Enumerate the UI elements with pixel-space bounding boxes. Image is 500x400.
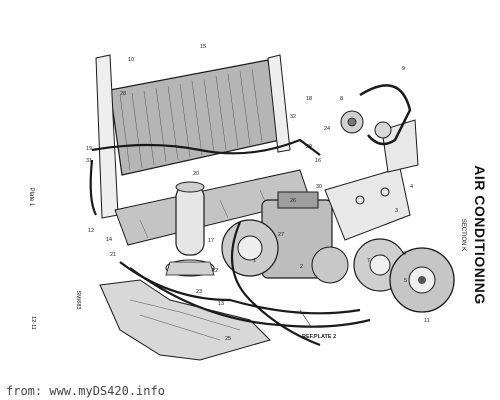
callout: 24 bbox=[324, 126, 330, 132]
refrigerant-hoses bbox=[89, 138, 371, 347]
callout: 21 bbox=[110, 252, 116, 258]
callout: 8 bbox=[340, 96, 343, 102]
callout: 16 bbox=[315, 158, 321, 164]
callout: 6 bbox=[403, 251, 406, 257]
idler-pulley-and-belt bbox=[340, 84, 412, 146]
callout-labels: 1 2 3 4 5 6 7 8 9 10 11 12 13 14 15 16 1… bbox=[86, 44, 430, 342]
callout: 1 bbox=[253, 258, 256, 264]
section-title: AIR CONDITIONING bbox=[472, 165, 488, 305]
receiver-drier bbox=[165, 181, 215, 277]
callout: 25 bbox=[225, 336, 231, 342]
callout: 9 bbox=[402, 66, 405, 72]
callout: 10 bbox=[128, 57, 134, 63]
callout: 26 bbox=[290, 198, 296, 204]
source-watermark: from: www.myDS420.info bbox=[6, 384, 165, 398]
callout: 31 bbox=[86, 158, 92, 164]
callout: 7 bbox=[367, 258, 370, 264]
callout: 15 bbox=[200, 44, 206, 50]
callout: 2 bbox=[300, 264, 303, 270]
callout: 27 bbox=[278, 232, 284, 238]
page-number: 12-11 bbox=[30, 316, 36, 330]
callout: 11 bbox=[424, 318, 430, 324]
callout: 32 bbox=[290, 114, 296, 120]
clutch-pulleys bbox=[353, 238, 455, 313]
callout: 20 bbox=[193, 171, 199, 177]
condenser bbox=[95, 54, 291, 219]
plate-label: Plate 1 bbox=[28, 187, 34, 207]
mounting-bracket bbox=[324, 119, 419, 241]
lower-housing bbox=[99, 279, 271, 361]
callout: 12 bbox=[88, 228, 94, 234]
callout: 4 bbox=[410, 184, 413, 190]
section-number: SECTION K bbox=[460, 218, 466, 252]
callout: 17 bbox=[208, 238, 214, 244]
callout: 13 bbox=[218, 301, 224, 307]
document-code: SM/683 bbox=[75, 290, 81, 310]
callout: 19 bbox=[86, 146, 92, 152]
callout: 14 bbox=[106, 237, 112, 243]
callout: 28 bbox=[120, 91, 126, 97]
callout: 23 bbox=[196, 289, 202, 295]
callout: 3 bbox=[395, 208, 398, 214]
callout: 5 bbox=[404, 278, 407, 284]
callout: 30 bbox=[316, 184, 322, 190]
callout: 18 bbox=[306, 96, 312, 102]
callout: 22 bbox=[212, 268, 218, 274]
callout: 29 bbox=[306, 144, 312, 150]
ref-plate-annotation: REF.PLATE 2 bbox=[302, 334, 336, 340]
